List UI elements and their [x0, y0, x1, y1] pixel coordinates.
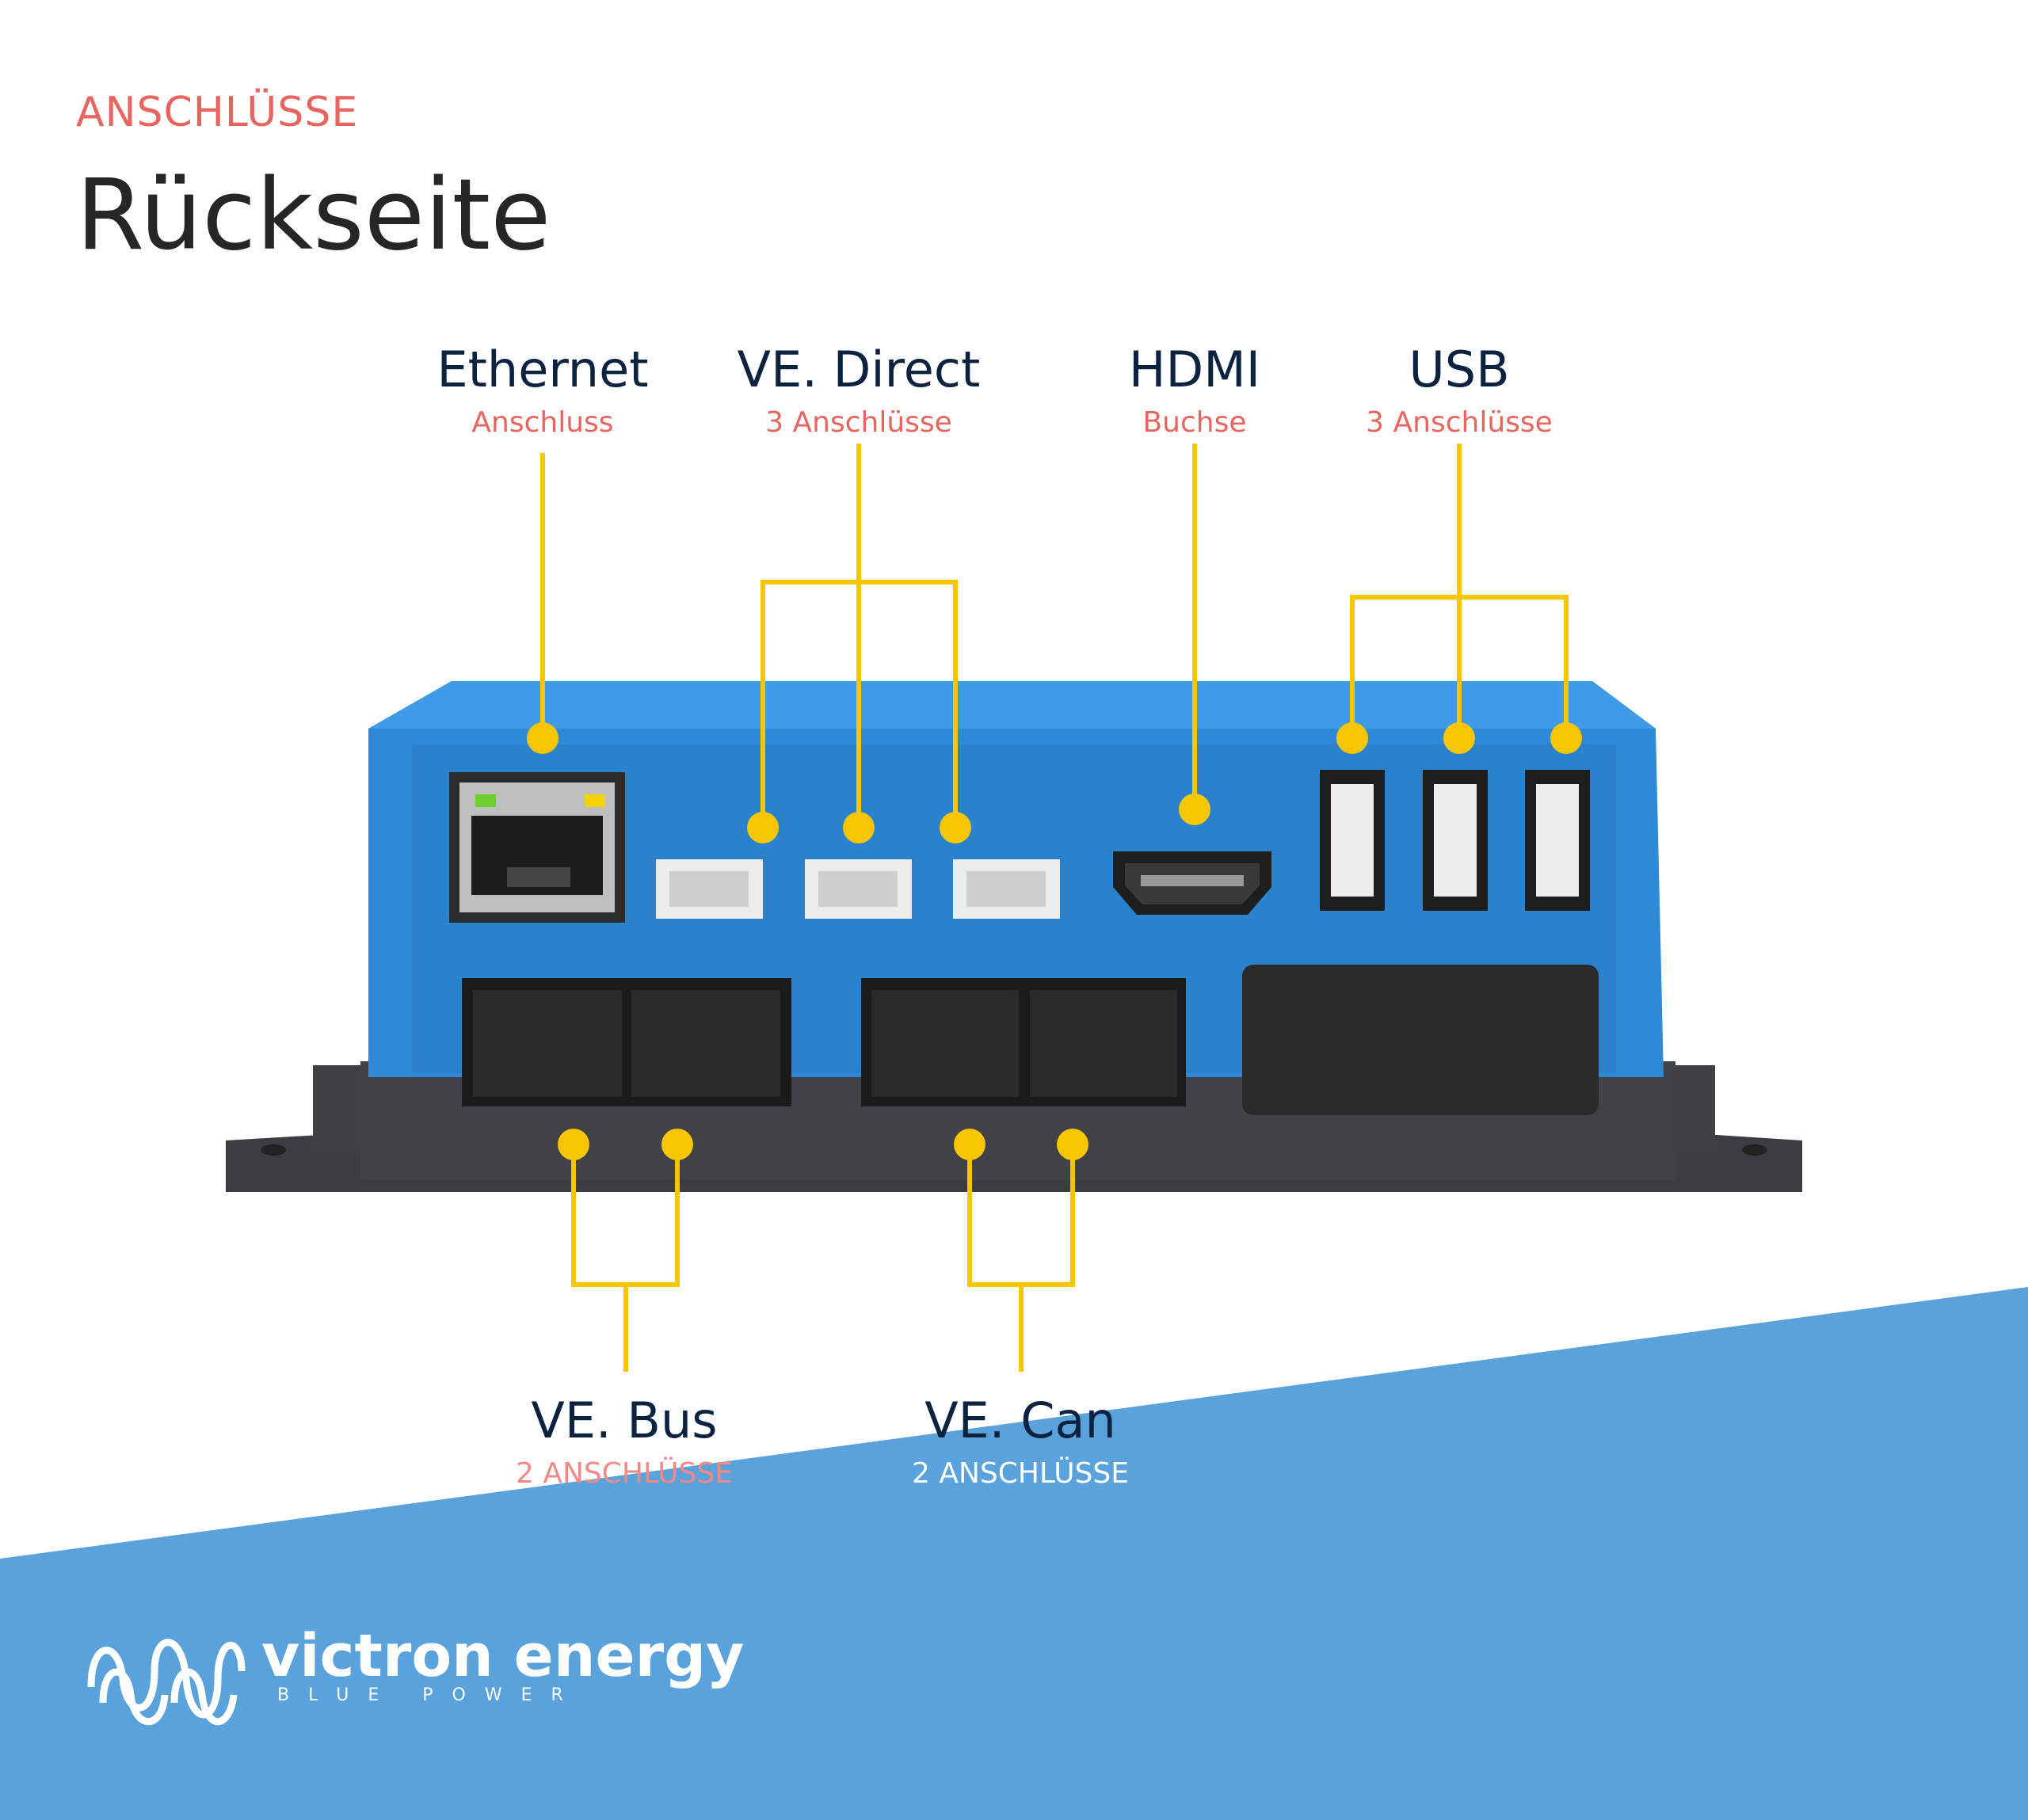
page-title: Rückseite — [76, 158, 551, 272]
label-hdmi-sub: Buchse — [1142, 406, 1247, 439]
ethernet-port-icon — [449, 772, 625, 923]
callout-lines — [540, 444, 1569, 1372]
label-ve-can-name: VE. Can — [924, 1392, 1116, 1449]
usb-port-icon — [1320, 770, 1590, 911]
hdmi-port-icon — [1113, 851, 1271, 915]
label-ve-can: VE. Can 2 ANSCHLÜSSE — [822, 1392, 1218, 1490]
label-ve-bus: VE. Bus 2 ANSCHLÜSSE — [426, 1392, 822, 1490]
label-ve-bus-sub: 2 ANSCHLÜSSE — [515, 1457, 734, 1490]
section-eyebrow: ANSCHLÜSSE — [76, 89, 359, 136]
label-ve-direct: VE. Direct 3 Anschlüsse — [661, 341, 1057, 439]
label-usb-name: USB — [1409, 341, 1510, 398]
brand-tagline: BLUE POWER — [277, 1685, 582, 1705]
label-ve-direct-sub: 3 Anschlüsse — [765, 406, 952, 439]
label-ve-direct-name: VE. Direct — [737, 341, 981, 398]
ve-direct-port-icon — [656, 859, 1060, 919]
label-hdmi: HDMI Buchse — [997, 341, 1393, 439]
label-hdmi-name: HDMI — [1128, 341, 1261, 398]
brand-name: victron energy — [261, 1622, 745, 1690]
label-usb: USB 3 Anschlüsse — [1261, 341, 1657, 439]
label-ethernet: Ethernet Anschluss — [345, 341, 741, 439]
label-ve-can-sub: 2 ANSCHLÜSSE — [911, 1457, 1130, 1490]
label-usb-sub: 3 Anschlüsse — [1366, 406, 1553, 439]
label-ethernet-sub: Anschluss — [471, 406, 614, 439]
victron-logo-icon — [87, 1639, 246, 1726]
label-ve-bus-name: VE. Bus — [531, 1392, 718, 1449]
label-ethernet-name: Ethernet — [436, 341, 649, 398]
rj45-port-icon — [462, 965, 1599, 1115]
callout-dots — [527, 722, 1582, 1160]
